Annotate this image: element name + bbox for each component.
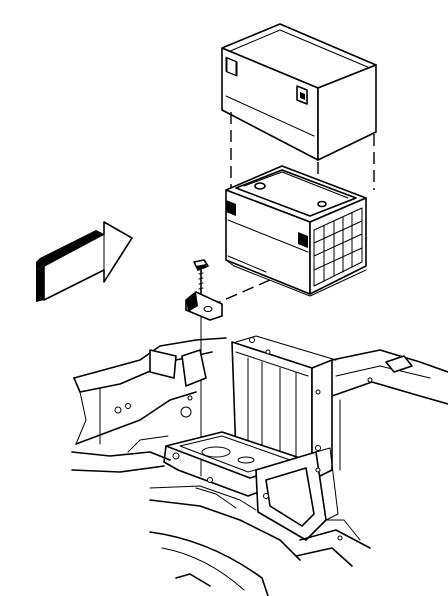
front-direction-arrow-icon: [36, 221, 133, 302]
battery-hold-down-retainer: [185, 291, 223, 321]
battery-cell-grid: [313, 207, 363, 287]
battery-tray-structure: [71, 335, 448, 596]
battery-insulator-cover: [221, 23, 377, 161]
battery: [225, 165, 367, 297]
